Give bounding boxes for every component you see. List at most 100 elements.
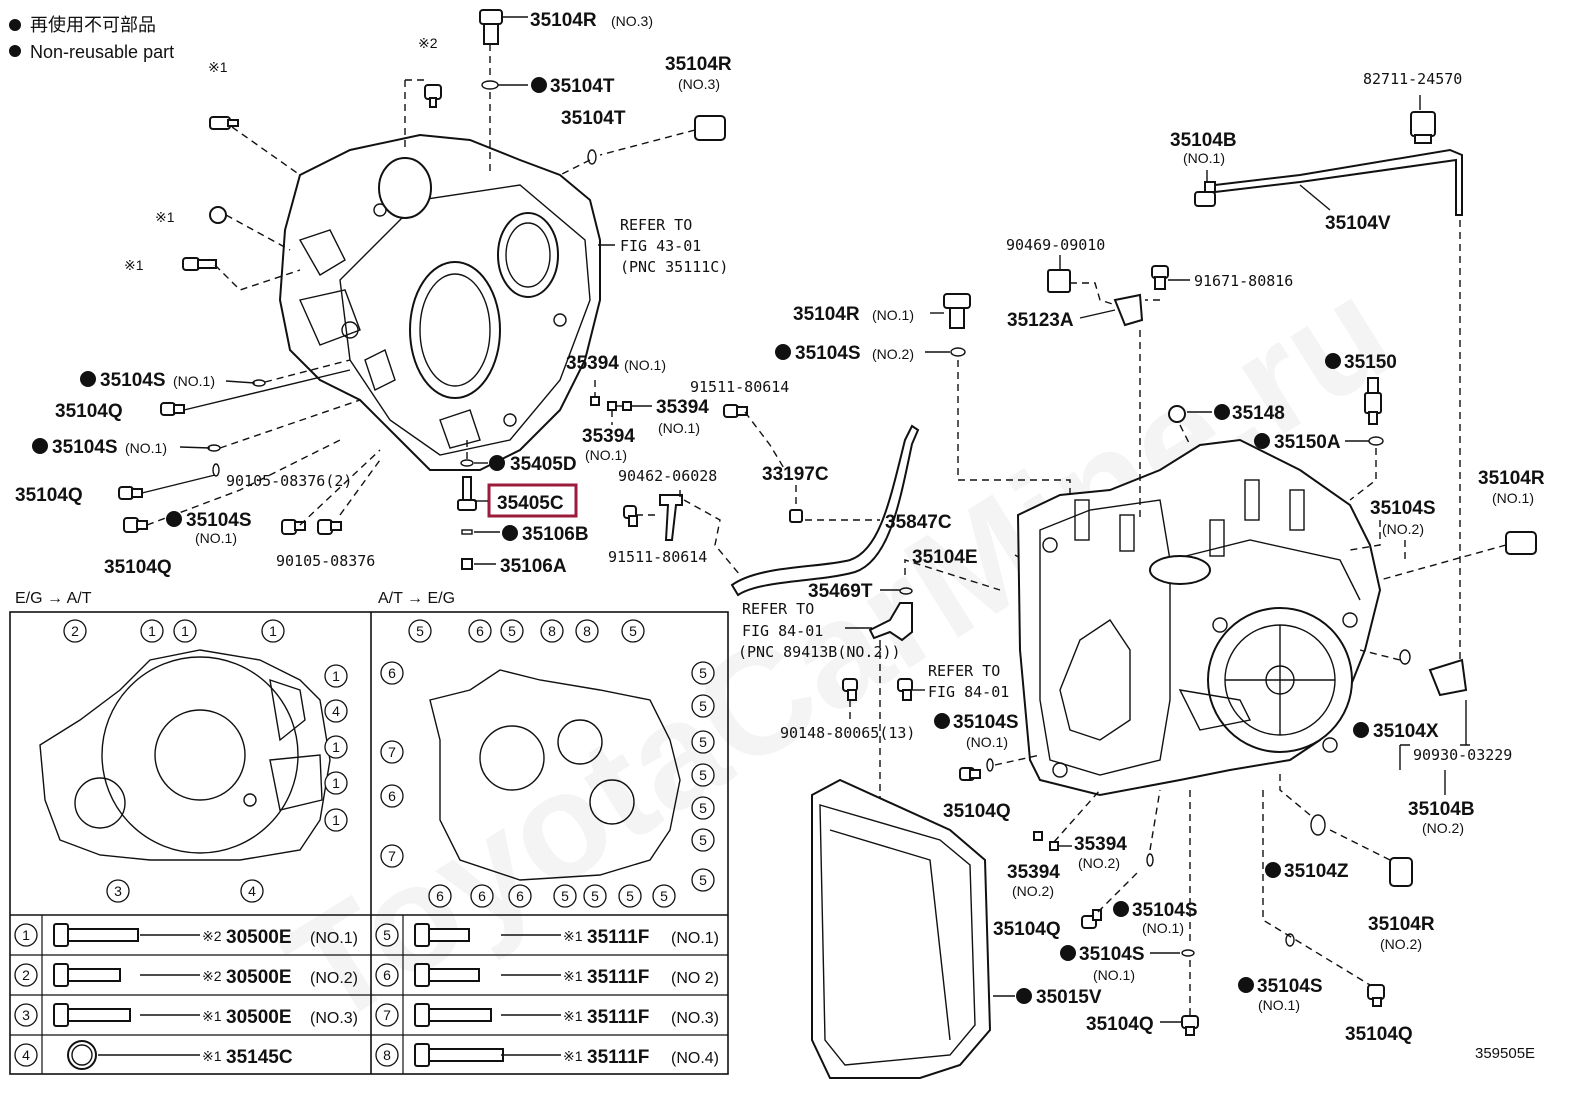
callout-number: 5 (691, 730, 715, 754)
plug-icon (1505, 531, 1537, 555)
transaxle-housing-drawing (278, 133, 601, 471)
row-number: 7 (383, 1007, 391, 1023)
part-label: 35104Q (993, 919, 1061, 940)
bolt-icon (723, 404, 748, 418)
part-label: 35104R (530, 10, 597, 31)
legend-en: Non-reusable part (30, 42, 174, 62)
part-label: 35394 (582, 426, 635, 447)
refer-line: FIG 84-01 (742, 622, 823, 640)
svg-text:5: 5 (699, 665, 707, 681)
part-sublabel: (NO.1) (1258, 997, 1300, 1013)
label-mark: ※1 (208, 59, 228, 75)
svg-text:6: 6 (388, 665, 396, 681)
part-label: 35104S (953, 712, 1019, 733)
part-label: 90469-09010 (1006, 236, 1105, 254)
svg-text:8: 8 (548, 623, 556, 639)
refer-line: REFER TO (742, 600, 814, 618)
part-label: 35394 (656, 397, 709, 418)
row-number: 1 (22, 927, 30, 943)
part-label: 35104S (795, 343, 861, 364)
label-mark: ※1 (155, 209, 175, 225)
callout-number: 3 (106, 879, 130, 903)
part-label: 35104Q (1345, 1024, 1413, 1045)
refer-line: REFER TO (620, 216, 692, 234)
callout-number: 5 (691, 763, 715, 787)
part-label: 35104B (1408, 799, 1475, 820)
bolt-icon (414, 963, 430, 987)
row-sublabel: (NO.1) (671, 930, 719, 947)
callout-number: 5 (691, 828, 715, 852)
row-number: 2 (22, 967, 30, 983)
part-label: 35150A (1274, 432, 1341, 453)
legend-jp: 再使用不可部品 (30, 15, 156, 35)
callout-number: 4 (240, 879, 264, 903)
part-sublabel: (NO.1) (125, 440, 167, 456)
row-sublabel: (NO.3) (310, 1010, 358, 1027)
part-label: 35148 (1232, 403, 1285, 424)
bolt-icon (317, 519, 342, 535)
part-label: 35104Q (104, 557, 172, 578)
part-sublabel: (NO.2) (1078, 855, 1120, 871)
box-right-title: A/T → E/G (378, 590, 455, 607)
bolt-icon (842, 678, 858, 701)
callout-number: 1 (324, 664, 348, 688)
bolt-icon (1151, 265, 1169, 290)
part-label: 35104S (1079, 944, 1145, 965)
svg-text:5: 5 (699, 800, 707, 816)
bolt-icon (209, 116, 239, 130)
bolt-icon (623, 505, 638, 527)
row-number: 6 (383, 967, 391, 983)
svg-text:4: 4 (332, 703, 340, 719)
part-label: 35847C (885, 512, 952, 533)
svg-text:6: 6 (476, 623, 484, 639)
row-part-number: 30500E (226, 1007, 292, 1028)
callout-number: 6 (380, 661, 404, 685)
callout-number: 4 (324, 699, 348, 723)
bolt-icon (53, 1003, 69, 1027)
svg-text:5: 5 (699, 698, 707, 714)
svg-text:5: 5 (508, 623, 516, 639)
box-left-title: E/G → A/T (15, 590, 92, 607)
part-label: 35104S (1132, 900, 1198, 921)
part-sublabel: (NO.3) (678, 76, 720, 92)
part-label: 90462-06028 (618, 467, 717, 485)
part-sublabel: (NO.2) (1422, 820, 1464, 836)
row-mark: ※1 (563, 928, 583, 944)
bolt-icon (118, 486, 143, 500)
svg-text:5: 5 (699, 734, 707, 750)
part-sublabel: (NO.3) (611, 13, 653, 29)
part-label: 35104S (186, 510, 252, 531)
bolt-icon (1181, 1015, 1199, 1036)
svg-text:5: 5 (699, 872, 707, 888)
part-label: 35394 (1007, 862, 1060, 883)
callout-number: 8 (540, 619, 564, 643)
part-sublabel: (NO.2) (1012, 883, 1054, 899)
callout-number: 1 (324, 771, 348, 795)
plug-icon (479, 9, 503, 45)
svg-text:1: 1 (332, 739, 340, 755)
row-part-number: 35111F (587, 967, 649, 988)
svg-text:5: 5 (699, 767, 707, 783)
callout-number: 2 (63, 619, 87, 643)
callout-number: 5 (652, 884, 676, 908)
row-mark: ※2 (202, 968, 222, 984)
part-label: 35394 (1074, 834, 1127, 855)
part-label: 35104R (1478, 468, 1545, 489)
part-label: 35104R (793, 304, 860, 325)
svg-text:5: 5 (591, 888, 599, 904)
row-part-number: 35111F (587, 1047, 649, 1068)
label-mark: ※1 (124, 257, 144, 273)
callout-number: 1 (324, 735, 348, 759)
bolt-icon (1367, 984, 1385, 1007)
callout-number: 5 (583, 884, 607, 908)
bolt-icon (160, 402, 185, 416)
refer-line: (PNC 35111C) (620, 258, 728, 276)
row-mark: ※1 (563, 968, 583, 984)
part-label: 35405D (510, 454, 577, 475)
part-label: 33197C (762, 464, 829, 485)
bolt-icon (123, 517, 148, 533)
part-label: 35150 (1344, 352, 1397, 373)
row-part-number: 30500E (226, 967, 292, 988)
